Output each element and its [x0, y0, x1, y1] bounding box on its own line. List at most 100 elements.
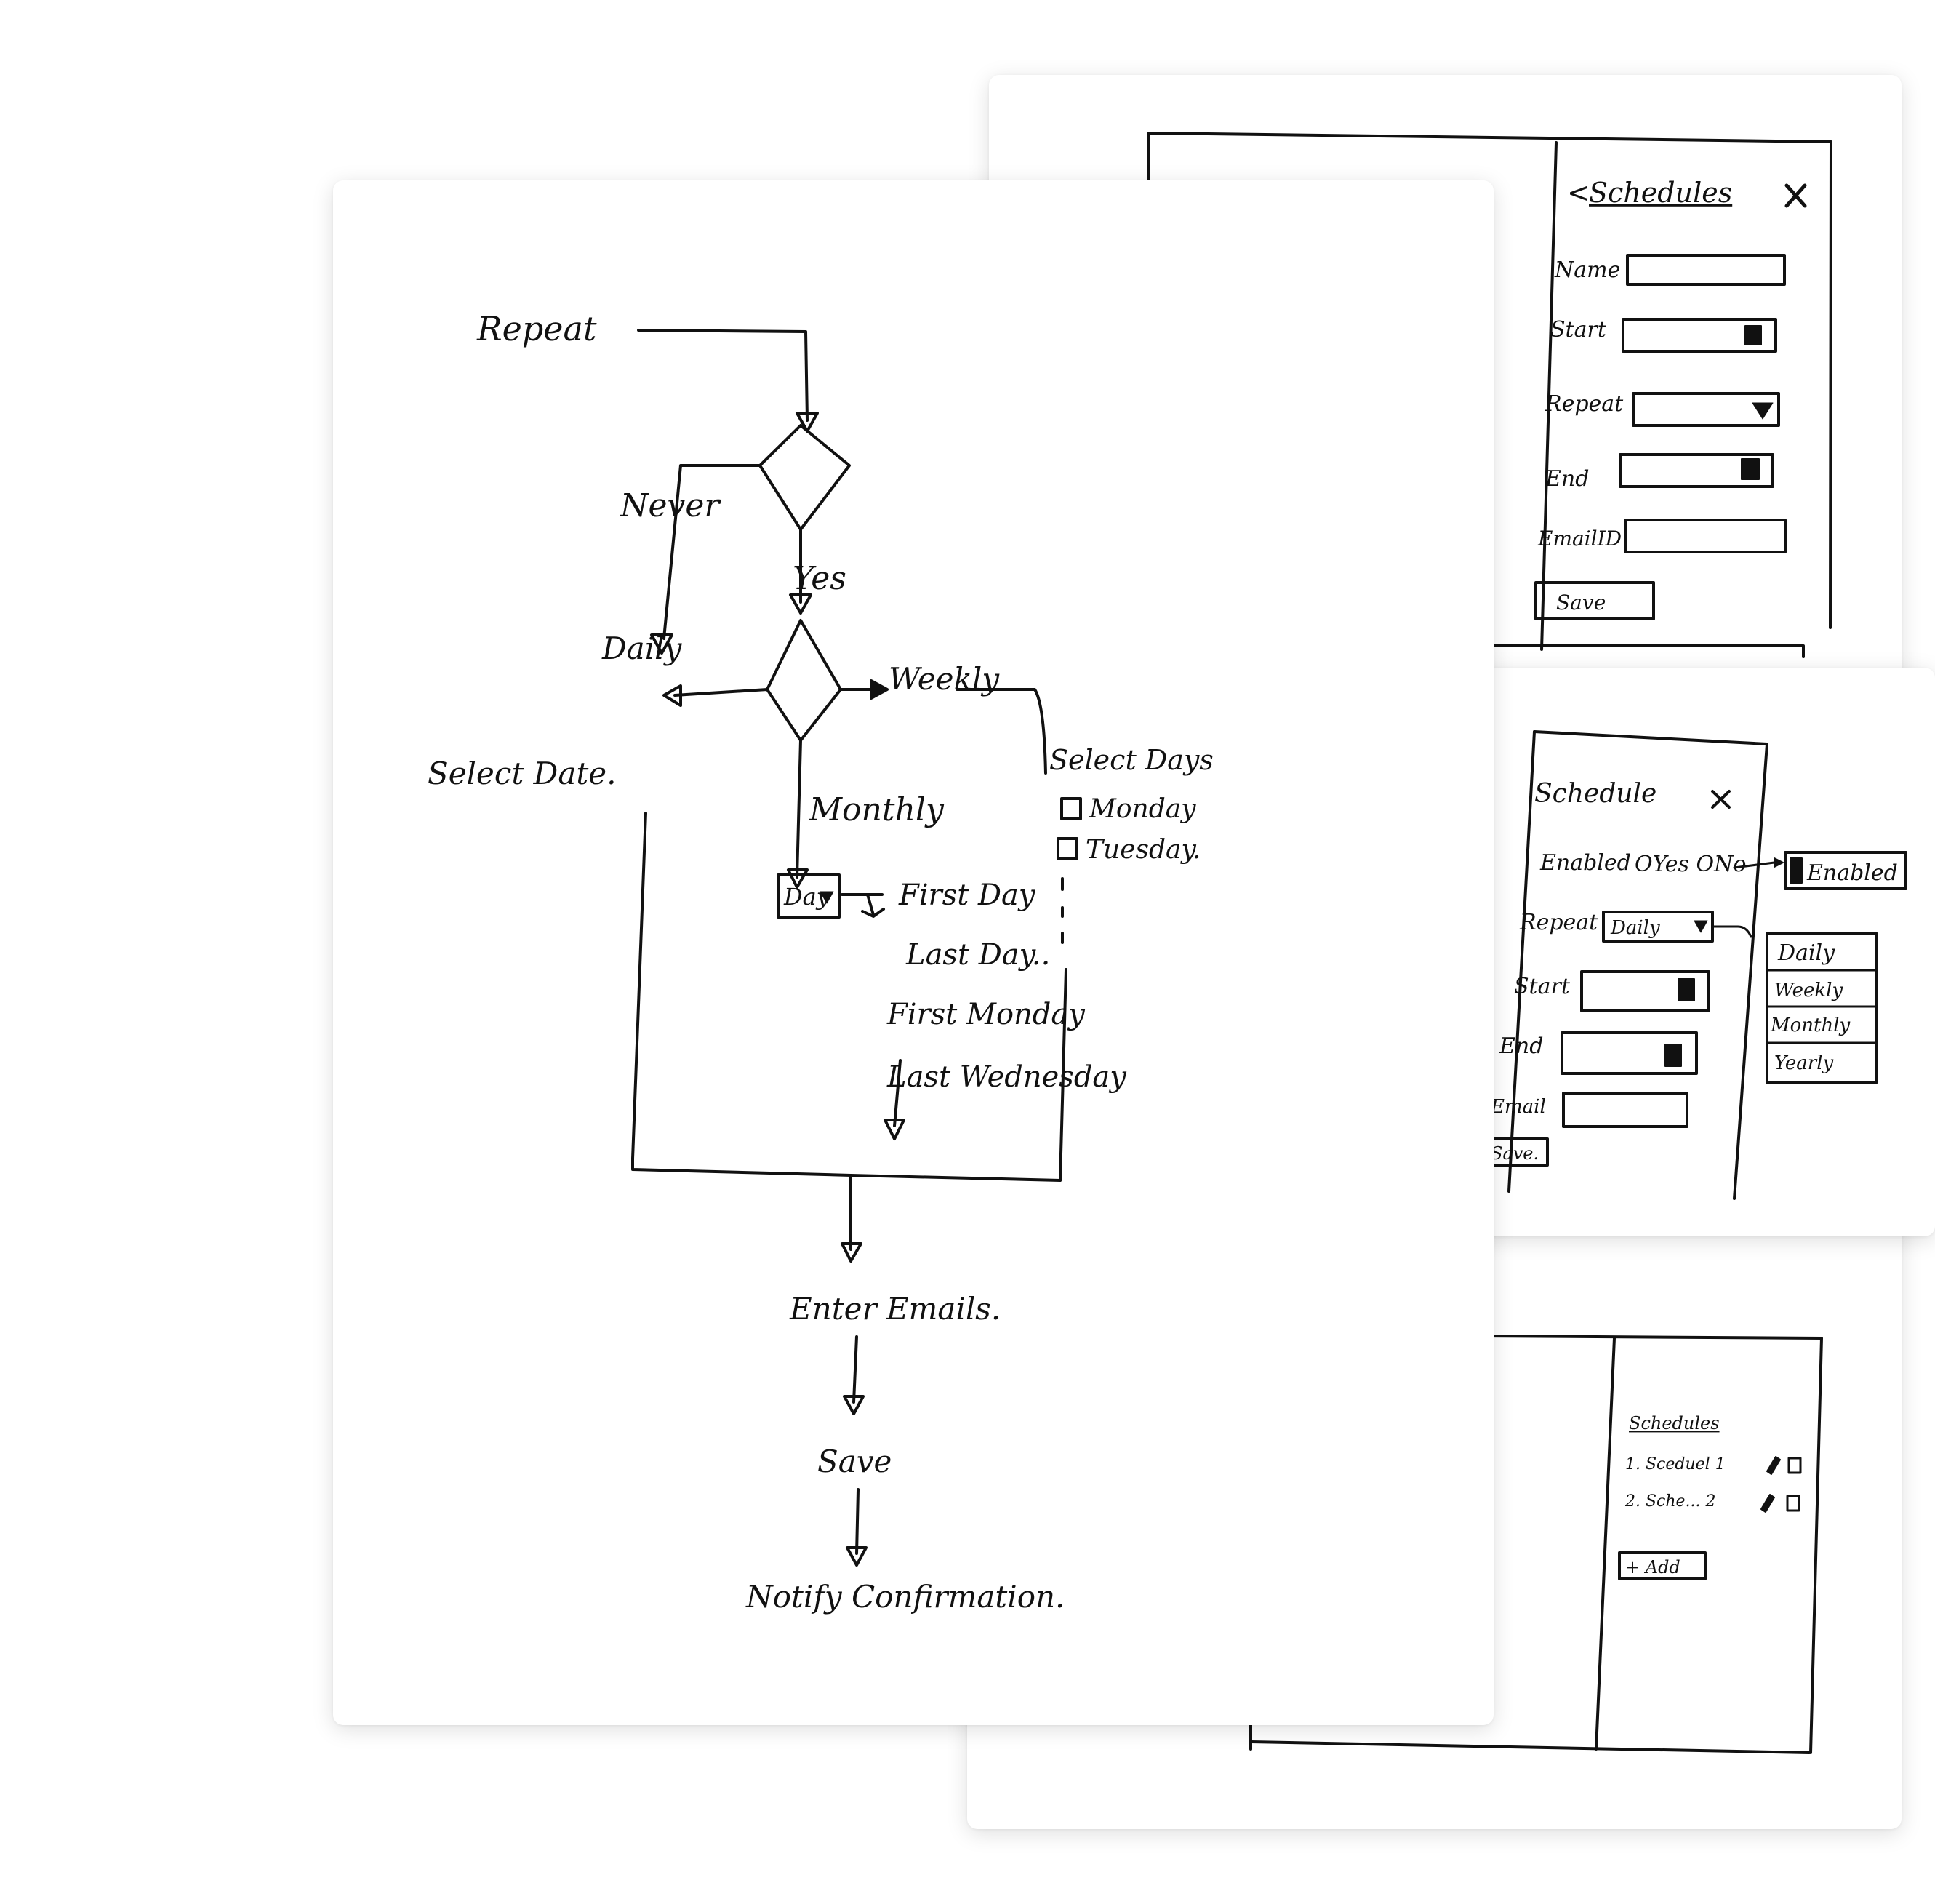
flow-arrow: [1733, 861, 1776, 869]
flow-arrow: [852, 1335, 858, 1404]
pencil-icon[interactable]: [1766, 1456, 1781, 1475]
day-dropdown[interactable]: [777, 873, 841, 919]
end-date-input[interactable]: [1619, 453, 1774, 488]
decision-diamond: [758, 424, 851, 531]
end-label: End: [1545, 466, 1589, 492]
dropdown-option[interactable]: Monthly: [1770, 1015, 1851, 1036]
schedules-list-title: Schedules: [1629, 1413, 1720, 1433]
repeat-label: Repeat: [1545, 391, 1624, 417]
arrowhead-icon: [789, 593, 812, 615]
enabled-label: Enabled: [1539, 850, 1631, 876]
repeat-label: Repeat: [1519, 910, 1598, 935]
start-date-input[interactable]: [1580, 970, 1710, 1012]
monday-checkbox[interactable]: [1060, 797, 1082, 820]
name-label: Name: [1554, 257, 1620, 283]
arrowhead-icon: [846, 1546, 868, 1567]
email-label: Email: [1490, 1096, 1546, 1118]
list-item-label: 1. Sceduel 1: [1625, 1455, 1726, 1473]
arrowhead-icon: [662, 684, 682, 707]
calendar-icon[interactable]: [1678, 978, 1695, 1001]
calendar-icon[interactable]: [1664, 1044, 1682, 1067]
arrowhead-icon: [650, 633, 673, 655]
trash-icon[interactable]: [1786, 1495, 1800, 1512]
sketch-sheet-flowchart: Repeat Never Yes Daily Weekly Monthly Se…: [333, 180, 1494, 1725]
list-item-label: 2. Sche... 2: [1624, 1492, 1716, 1511]
tuesday-checkbox[interactable]: [1057, 837, 1078, 860]
pencil-icon[interactable]: [1760, 1494, 1775, 1513]
select-days-label: Select Days: [1049, 744, 1214, 776]
flow-arrow: [855, 1488, 860, 1555]
dropdown-option[interactable]: Weekly: [1774, 980, 1843, 1001]
repeat-select[interactable]: [1602, 911, 1714, 943]
start-date-input[interactable]: [1622, 318, 1777, 353]
flow-arrow: [1059, 968, 1067, 1182]
decision-diamond: [766, 619, 842, 742]
monthly-label: Monthly: [809, 791, 945, 828]
email-input[interactable]: [1624, 519, 1787, 553]
end-label: End: [1499, 1033, 1543, 1059]
flow-arrow: [637, 329, 809, 422]
arrowhead-icon: [884, 1119, 905, 1140]
flow-arrow: [796, 739, 802, 879]
dropdown-arrow-icon: [1694, 920, 1708, 933]
trash-icon[interactable]: [1787, 1457, 1802, 1474]
select-date-label: Select Date.: [428, 756, 616, 791]
month-option: Last Wednesday: [886, 1060, 1127, 1094]
repeat-flowchart: Repeat Never Yes Daily Weekly Monthly Se…: [428, 309, 1214, 1615]
close-icon[interactable]: [1711, 790, 1731, 809]
enabled-toggle[interactable]: [1784, 851, 1907, 890]
arrowhead-icon: [861, 893, 885, 918]
dropdown-option[interactable]: Yearly: [1774, 1052, 1834, 1074]
flow-arrow: [662, 464, 761, 640]
weekly-label: Weekly: [889, 661, 1000, 697]
save-button-label: Save: [1556, 591, 1606, 615]
close-icon[interactable]: [1784, 183, 1807, 208]
dropdown-arrow-icon: [820, 891, 834, 904]
notify-confirmation-label: Notify Confirmation.: [745, 1579, 1065, 1615]
monday-label: Monday: [1089, 794, 1196, 824]
end-date-input[interactable]: [1561, 1031, 1698, 1075]
repeat-select-value: Daily: [1610, 917, 1660, 939]
never-label: Never: [620, 487, 721, 524]
schedule-form-title: Schedule: [1534, 779, 1656, 809]
dropdown-arrow-icon: [1752, 402, 1774, 420]
start-label: Start: [1550, 317, 1607, 343]
list-item[interactable]: 2. Sche... 2: [1624, 1492, 1800, 1513]
enter-emails-label: Enter Emails.: [789, 1291, 1001, 1327]
enabled-radio-options[interactable]: OYes ONo: [1635, 852, 1746, 877]
arrowhead-icon: [843, 1395, 865, 1415]
arrowhead-icon: [870, 679, 889, 700]
tuesday-label: Tuesday.: [1086, 835, 1201, 865]
emailid-label: EmailID: [1537, 527, 1622, 551]
dropdown-option[interactable]: Daily: [1777, 940, 1835, 966]
enabled-toggle-label: Enabled: [1806, 860, 1898, 886]
add-button[interactable]: [1618, 1551, 1707, 1580]
email-input[interactable]: [1562, 1092, 1688, 1128]
merge-line: [631, 1157, 1062, 1182]
save-button[interactable]: [1534, 581, 1655, 620]
calendar-icon[interactable]: [1741, 458, 1760, 480]
save-label: Save: [817, 1444, 892, 1479]
arrowhead-icon: [787, 868, 809, 889]
flow-arrow: [893, 1059, 902, 1127]
calendar-icon[interactable]: [1744, 325, 1762, 345]
repeat-label: Repeat: [476, 309, 597, 348]
repeat-dropdown-menu: [1766, 932, 1878, 1084]
flow-arrow: [631, 812, 647, 1160]
flow-arrow: [673, 688, 769, 697]
list-item[interactable]: 1. Sceduel 1: [1625, 1455, 1802, 1475]
schedule-form-sketch: Schedule Enabled OYes ONo Enabled Repeat…: [1483, 730, 1907, 1200]
flow-arrow: [956, 688, 1047, 775]
arrowhead-icon: [841, 1242, 862, 1263]
name-input[interactable]: [1626, 254, 1786, 286]
start-label: Start: [1514, 974, 1571, 999]
yes-label: Yes: [793, 560, 846, 597]
repeat-select[interactable]: [1632, 392, 1780, 427]
arrowhead-icon: [1774, 857, 1784, 868]
back-chevron-icon[interactable]: <: [1567, 177, 1590, 209]
month-option: First Day: [898, 879, 1036, 912]
add-button-label: + Add: [1625, 1557, 1680, 1577]
sketch-sheet-schedule-form: Schedule Enabled OYes ONo Enabled Repeat…: [1447, 668, 1935, 1236]
month-option: Last Day..: [905, 938, 1050, 972]
schedules-form-title: Schedules: [1589, 177, 1732, 209]
